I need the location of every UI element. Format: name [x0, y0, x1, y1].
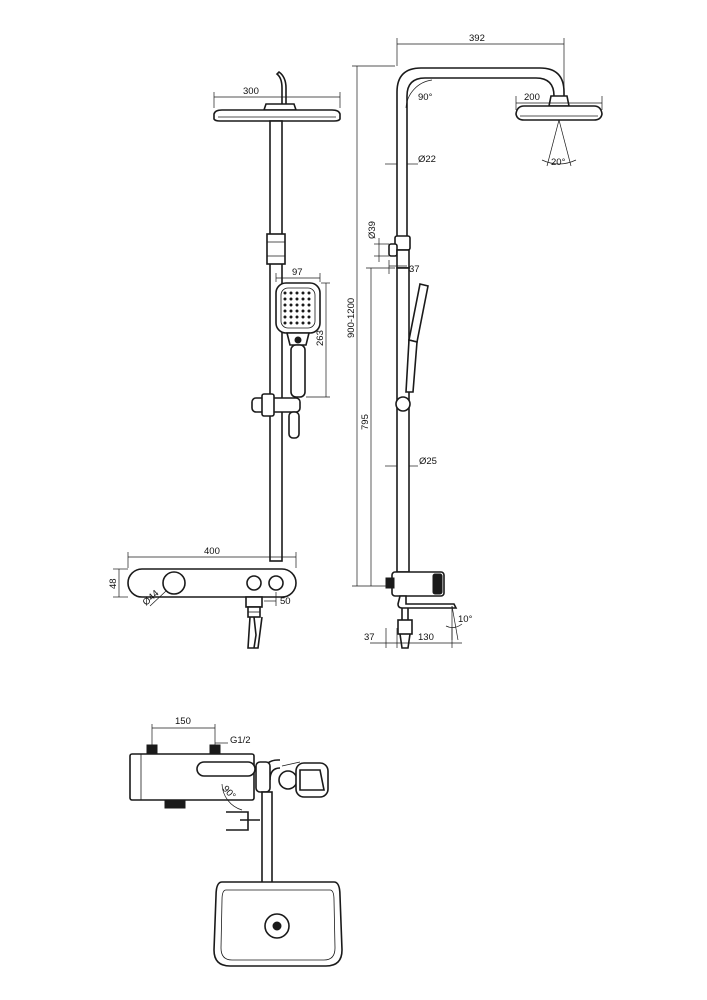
- dim-label-g12: G1/2: [230, 735, 251, 746]
- dim-inlet-spacing: 150 G1/2: [151, 716, 251, 746]
- dim-handshower-height: 263: [306, 282, 330, 398]
- dim-outlet-offset: 50: [264, 592, 291, 607]
- dim-label-o39: Ø39: [367, 221, 378, 239]
- side-arm-angle: 90°: [418, 92, 433, 103]
- dim-thermostat-width: 400: [127, 546, 297, 568]
- dim-front-head-width: 300: [213, 86, 341, 108]
- front-riser-pipe: [266, 120, 286, 562]
- top-swivel: 90°: [220, 759, 281, 831]
- dim-head-tilt: 20°: [541, 119, 577, 168]
- hand-shower-nozzles: [283, 291, 311, 325]
- top-hand-shower: [278, 761, 329, 798]
- dim-thermostat-height: 48: [108, 568, 128, 598]
- dim-column-height: 795: [360, 267, 395, 586]
- dim-label-400: 400: [204, 546, 220, 557]
- side-hand-shower: [395, 283, 429, 412]
- dim-label-150: 150: [175, 716, 191, 727]
- dim-lower-pipe: Ø25: [385, 456, 437, 467]
- front-rain-head: [213, 70, 341, 122]
- dim-total-height: 900-1200: [346, 65, 395, 587]
- side-thermostat: [385, 571, 458, 649]
- side-shower-arm: 90°: [396, 67, 565, 238]
- dim-handshower-width: 97: [275, 267, 321, 282]
- top-rain-head: [213, 881, 343, 967]
- dim-spout-angle: 10°: [445, 605, 473, 641]
- dim-label-20deg: 20°: [551, 157, 566, 168]
- dim-label-392: 392: [469, 33, 485, 44]
- dim-label-900-1200: 900-1200: [346, 298, 357, 338]
- dim-bottom-side: 37 130: [364, 628, 462, 648]
- dim-label-795: 795: [360, 414, 371, 430]
- dim-label-o25: Ø25: [419, 456, 437, 467]
- side-holder: Ø39 37: [367, 221, 420, 275]
- front-view: 300 97: [108, 70, 341, 649]
- dim-upper-pipe: Ø22: [385, 154, 436, 165]
- dim-label-263: 263: [315, 330, 326, 346]
- front-thermostat: [127, 568, 297, 649]
- dim-label-130: 130: [418, 632, 434, 643]
- dim-label-300: 300: [243, 86, 259, 97]
- side-lower-column: [396, 267, 410, 573]
- dim-side-head-width: 200: [515, 92, 603, 110]
- dim-label-48: 48: [108, 578, 119, 589]
- dim-label-50: 50: [280, 596, 291, 607]
- dim-label-37-holder: 37: [409, 264, 420, 275]
- dim-label-97: 97: [292, 267, 303, 278]
- dim-label-200: 200: [524, 92, 540, 103]
- top-view: 150 G1/2 90°: [129, 716, 343, 967]
- front-hand-shower: [275, 282, 321, 398]
- front-slide-holder: [251, 393, 301, 439]
- dim-label-o22: Ø22: [418, 154, 436, 165]
- top-thermostat: [129, 744, 256, 809]
- side-rain-head: [515, 95, 603, 121]
- side-view: 90° 392 200 20°: [346, 33, 603, 649]
- dim-label-10deg: 10°: [458, 614, 473, 625]
- dim-arm-reach: 392: [396, 33, 565, 96]
- dim-label-37-wall: 37: [364, 632, 375, 643]
